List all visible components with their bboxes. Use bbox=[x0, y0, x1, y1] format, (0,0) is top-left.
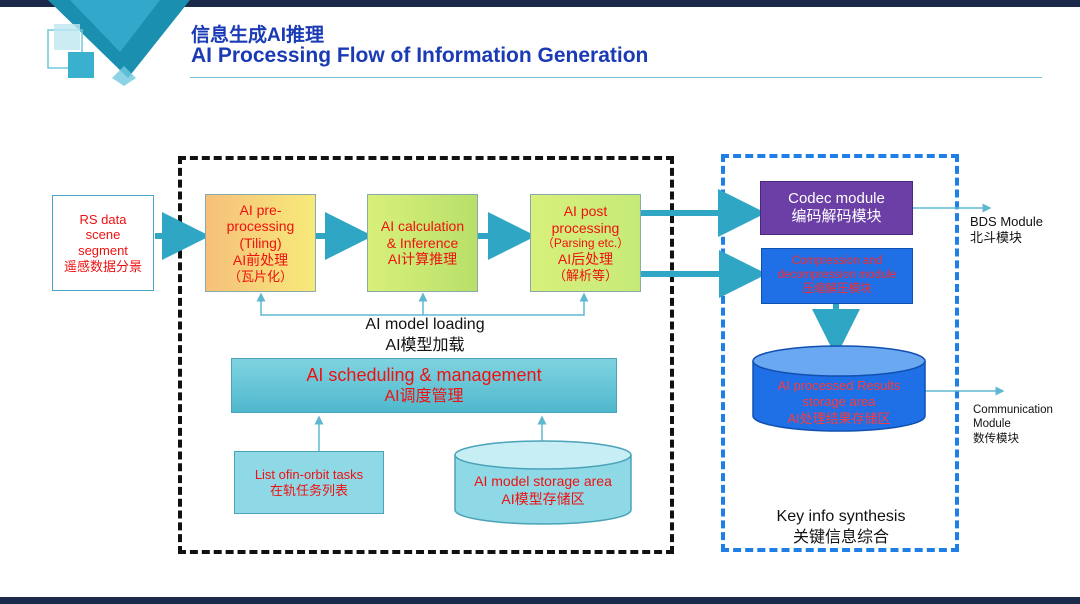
bottom-bar bbox=[0, 597, 1080, 604]
bds-cn: 北斗模块 bbox=[970, 230, 1023, 246]
tasks-cn: 在轨任务列表 bbox=[269, 482, 348, 498]
codec-cn: 编码解码模块 bbox=[791, 208, 882, 225]
pre-line-4: AI前处理 bbox=[232, 252, 289, 268]
logo-decoration bbox=[47, 0, 190, 86]
top-bar bbox=[0, 0, 1080, 7]
calc-line-3: AI计算推理 bbox=[387, 251, 458, 268]
ai-preprocessing-box: AI pre- processing (Tiling) AI前处理 （瓦片化） bbox=[205, 194, 316, 292]
calc-line-1: AI calculation bbox=[380, 217, 465, 234]
comm-en1: Communication bbox=[973, 404, 1053, 416]
post-line-3: （Parsing etc.） bbox=[541, 236, 630, 251]
post-line-4: AI后处理 bbox=[557, 250, 614, 267]
comp-en2: decompression module bbox=[777, 269, 897, 282]
bds-en: BDS Module bbox=[970, 214, 1043, 229]
model-storage-cylinder bbox=[454, 440, 632, 525]
rs-line-1: RS data bbox=[79, 211, 127, 227]
codec-en: Codec module bbox=[788, 190, 885, 207]
communication-module-label: Communication Module 数传模块 bbox=[973, 403, 1053, 446]
ai-postprocessing-box: AI post processing （Parsing etc.） AI后处理 … bbox=[530, 194, 641, 292]
comp-en1: Compression and bbox=[791, 255, 883, 268]
results-cn: AI处理结果存储区 bbox=[787, 410, 891, 426]
pre-line-2: processing bbox=[226, 218, 295, 235]
model-storage-label: AI model storage area AI模型存储区 bbox=[455, 472, 631, 508]
pre-line-3: (Tiling) bbox=[239, 235, 282, 252]
comm-en2: Module bbox=[973, 418, 1011, 431]
post-line-1: AI post bbox=[563, 202, 608, 219]
key-info-synthesis-label: Key info synthesis 关键信息综合 bbox=[750, 507, 932, 549]
synthesis-cn: 关键信息综合 bbox=[792, 528, 889, 546]
synthesis-en: Key info synthesis bbox=[776, 508, 906, 525]
task-list-box: List ofin-orbit tasks 在轨任务列表 bbox=[234, 451, 384, 514]
storage-cn: AI模型存储区 bbox=[501, 491, 585, 508]
sched-cn: AI调度管理 bbox=[384, 387, 464, 405]
comp-cn: 压缩解压模块 bbox=[802, 282, 872, 295]
results-storage-label: AI processed Results storage area AI处理结果… bbox=[753, 378, 925, 427]
model-loading-cn: AI模型加载 bbox=[385, 336, 465, 354]
model-loading-en: AI model loading bbox=[365, 316, 485, 333]
results-en2: storage area bbox=[802, 394, 876, 410]
rs-line-4: 遥感数据分景 bbox=[63, 258, 142, 274]
rs-line-3: segment bbox=[78, 243, 128, 258]
ai-processing-group bbox=[178, 156, 674, 554]
pre-line-1: AI pre- bbox=[239, 201, 282, 218]
model-loading-label: AI model loading AI模型加载 bbox=[330, 315, 520, 357]
rs-data-segment-box: RS data scene segment 遥感数据分景 bbox=[52, 195, 154, 291]
post-line-2: processing bbox=[551, 219, 620, 236]
results-en1: AI processed Results bbox=[777, 378, 901, 393]
key-info-synthesis-group bbox=[721, 154, 959, 552]
bds-module-label: BDS Module 北斗模块 bbox=[970, 214, 1043, 247]
rs-line-2: scene bbox=[85, 227, 121, 243]
comm-cn: 数传模块 bbox=[973, 432, 1019, 445]
page-title-en: AI Processing Flow of Information Genera… bbox=[191, 44, 649, 67]
ai-scheduling-box: AI scheduling & management AI调度管理 bbox=[231, 358, 617, 413]
results-storage-cylinder bbox=[752, 345, 926, 432]
ai-calculation-box: AI calculation & Inference AI计算推理 bbox=[367, 194, 478, 292]
post-line-5: （解析等） bbox=[552, 267, 618, 283]
pre-line-5: （瓦片化） bbox=[227, 268, 293, 284]
sched-en: AI scheduling & management bbox=[306, 365, 542, 386]
compression-module-box: Compression and decompression module 压缩解… bbox=[761, 248, 913, 304]
page-title-cn: 信息生成AI推理 bbox=[191, 25, 325, 46]
tasks-en: List ofin-orbit tasks bbox=[254, 466, 364, 482]
title-underline bbox=[190, 77, 1042, 78]
storage-en: AI model storage area bbox=[474, 473, 612, 489]
codec-module-box: Codec module 编码解码模块 bbox=[760, 181, 913, 235]
calc-line-2: & Inference bbox=[386, 234, 459, 251]
